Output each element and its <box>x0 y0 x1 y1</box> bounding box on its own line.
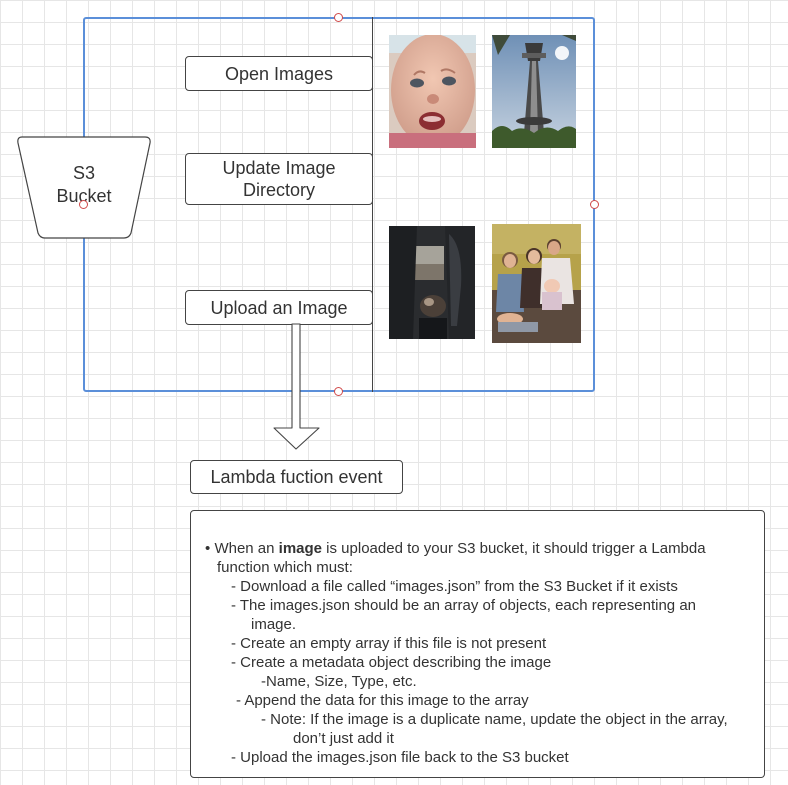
panel-divider <box>372 17 373 392</box>
update-directory-label-line2: Directory <box>242 180 315 200</box>
bullet-icon: • <box>205 540 211 557</box>
baby-face-photo[interactable] <box>389 35 476 148</box>
notes-step-4: - Create a metadata object describing th… <box>231 654 552 671</box>
s3-bucket-label-line2: Bucket <box>56 186 112 206</box>
notes-step-6: - Upload the images.json file back to th… <box>231 749 569 766</box>
notes-intro-line2: function which must: <box>217 559 353 576</box>
lambda-function-event-box[interactable]: Lambda fuction event <box>190 460 403 494</box>
notes-intro-pre: When an <box>214 540 279 557</box>
notes-step-5-note-line1: - Note: If the image is a duplicate name… <box>261 711 728 728</box>
selection-handle-right[interactable] <box>590 200 599 209</box>
notes-step-5: - Append the data for this image to the … <box>236 692 529 709</box>
selection-handle-bottom[interactable] <box>334 387 343 396</box>
selection-handle-left[interactable] <box>79 200 88 209</box>
notes-step-5-note-line2: don’t just add it <box>293 730 394 747</box>
family-photo[interactable] <box>492 224 581 343</box>
selection-handle-top[interactable] <box>334 13 343 22</box>
notes-intro-post: is uploaded to your S3 bucket, it should… <box>322 540 706 557</box>
notes-step-2-line1: - The images.json should be an array of … <box>231 597 696 614</box>
requirements-notes[interactable]: • When an image is uploaded to your S3 b… <box>190 510 765 778</box>
update-directory-label-line1: Update Image <box>222 158 336 178</box>
update-image-directory-button[interactable]: Update Image Directory <box>185 153 373 205</box>
notes-intro-line1: • When an image is uploaded to your S3 b… <box>205 539 754 558</box>
s3-bucket-shape[interactable] <box>16 136 152 240</box>
space-needle-photo[interactable] <box>492 35 576 148</box>
s3-bucket-label-line1: S3 <box>72 163 96 183</box>
open-images-button[interactable]: Open Images <box>185 56 373 91</box>
notes-step-1: - Download a file called “images.json” f… <box>231 578 678 595</box>
notes-intro-bold: image <box>278 540 323 557</box>
notes-step-3: - Create an empty array if this file is … <box>231 635 547 652</box>
lambda-function-event-label: Lambda fuction event <box>210 467 383 487</box>
notes-step-4-sub: -Name, Size, Type, etc. <box>261 673 417 690</box>
upload-image-button[interactable]: Upload an Image <box>185 290 373 325</box>
down-arrow <box>273 323 320 450</box>
s3-bucket-label: S3 Bucket <box>40 162 128 208</box>
notes-step-2-line2: image. <box>251 616 297 633</box>
upload-image-label: Upload an Image <box>210 297 348 318</box>
open-images-label: Open Images <box>224 63 334 84</box>
car-interior-dog-photo[interactable] <box>389 226 475 339</box>
